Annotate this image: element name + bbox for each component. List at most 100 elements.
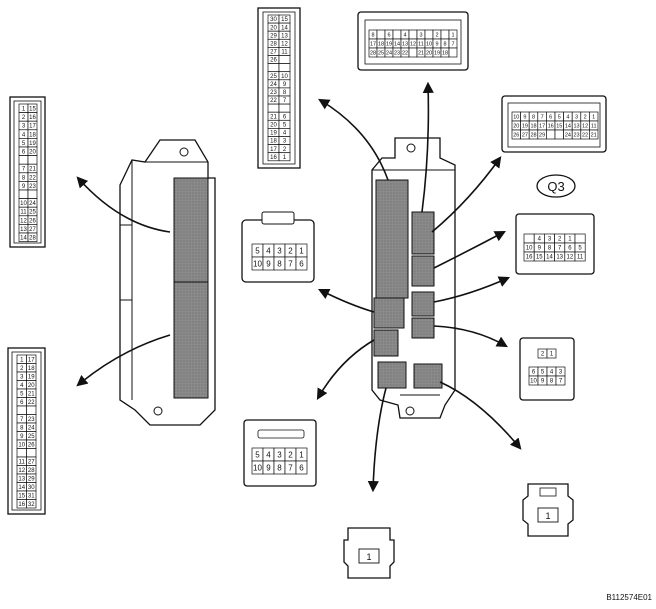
connector-top-wide-pin: 2 bbox=[435, 32, 438, 38]
connector-top-tall-pin: 25 bbox=[270, 74, 277, 80]
connector-left-a-pin: 19 bbox=[29, 141, 36, 147]
connector-right-10-pin: 2 bbox=[541, 352, 545, 358]
connector-top-wide-pin: 10 bbox=[426, 41, 432, 47]
connector-right-wide-cell bbox=[546, 129, 556, 140]
connector-top-tall-cell bbox=[278, 103, 291, 113]
arrow-to-left-b bbox=[76, 334, 171, 387]
connector-left-a-pin: 5 bbox=[22, 141, 26, 147]
connector-top-wide-pin: 3 bbox=[419, 32, 422, 38]
connector-top-wide-pin: 28 bbox=[370, 50, 376, 56]
connector-right-wide-pin: 6 bbox=[549, 114, 552, 120]
connector-left-a-pin: 16 bbox=[29, 115, 36, 121]
connector-right-wide-pin: 10 bbox=[513, 114, 519, 120]
connector-mid-6-pin: 7 bbox=[288, 259, 293, 268]
connector-left-b-pin: 20 bbox=[28, 383, 35, 389]
connector-left-b-pin: 7 bbox=[20, 417, 24, 423]
connector-top-wide-cell bbox=[408, 29, 418, 40]
connector-left-b-pin: 5 bbox=[20, 391, 24, 397]
connector-left-b-pin: 2 bbox=[20, 366, 24, 372]
connector-right-wide-pin: 15 bbox=[556, 123, 562, 129]
connector-left-a-pin: 4 bbox=[22, 132, 26, 138]
connector-top-tall-cell bbox=[267, 103, 280, 113]
connector-top-wide-pin: 19 bbox=[434, 50, 440, 56]
right-block-4 bbox=[411, 317, 435, 339]
connector-left-b-cell bbox=[16, 448, 27, 458]
arrow-to-bottom-10 bbox=[316, 339, 375, 400]
connector-left-b-pin: 12 bbox=[18, 468, 25, 474]
connector-top-tall-pin: 9 bbox=[283, 82, 287, 88]
connector-top-tall-pin: 4 bbox=[283, 131, 287, 137]
connector-right-wide-pin: 24 bbox=[565, 132, 571, 138]
connector-right-wide-pin: 3 bbox=[575, 114, 578, 120]
connector-top-tall-pin: 27 bbox=[270, 50, 277, 56]
connector-top-tall-pin: 1 bbox=[283, 155, 287, 161]
connector-left-b-pin: 22 bbox=[28, 400, 35, 406]
connector-left-b-pin: 13 bbox=[18, 476, 25, 482]
connector-top-tall-pin: 16 bbox=[270, 155, 277, 161]
connector-bottom-10-pin: 2 bbox=[288, 450, 293, 459]
connector-left-a-pin: 20 bbox=[29, 149, 36, 155]
connector-bottom-10-pin: 3 bbox=[277, 450, 282, 459]
connector-top-wide-pin: 22 bbox=[402, 50, 408, 56]
connector-top-wide-pin: 24 bbox=[386, 50, 392, 56]
connector-left-a-pin: 13 bbox=[20, 227, 27, 233]
connector-right-16-pin: 9 bbox=[538, 246, 542, 252]
connector-right-10-pin: 9 bbox=[541, 379, 545, 385]
connector-right-wide-pin: 28 bbox=[530, 132, 536, 138]
connector-left-a-pin: 1 bbox=[22, 106, 26, 112]
connector-left-b-cell bbox=[26, 405, 37, 415]
connector-right-10-pin: 8 bbox=[550, 379, 554, 385]
connector-left-b-pin: 25 bbox=[28, 434, 35, 440]
connector-top-tall-cell bbox=[278, 63, 291, 73]
right-block-6 bbox=[373, 329, 399, 357]
connector-left-b-pin: 29 bbox=[28, 476, 35, 482]
arrow-to-single-b bbox=[439, 381, 522, 450]
connector-bottom-10-pin: 10 bbox=[253, 463, 262, 472]
connector-left-a-pin: 3 bbox=[22, 124, 26, 130]
connector-right-wide-cell bbox=[554, 129, 564, 140]
connector-left-a-pin: 23 bbox=[29, 184, 36, 190]
connector-left-b-pin: 30 bbox=[28, 485, 35, 491]
connector-left-a-pin: 18 bbox=[29, 132, 36, 138]
connector-single-b: 1 bbox=[522, 483, 574, 537]
connector-right-10-cell bbox=[555, 375, 566, 386]
connector-top-wide-pin: 12 bbox=[410, 41, 416, 47]
connector-top-tall-pin: 24 bbox=[270, 82, 277, 88]
connector-left-b-pin: 19 bbox=[28, 374, 35, 380]
connector-left-a-pin: 22 bbox=[29, 175, 36, 181]
connector-bottom-10-pin: 1 bbox=[299, 450, 304, 459]
connector-right-wide-pin: 7 bbox=[541, 114, 544, 120]
arrow-to-single-a bbox=[367, 387, 387, 493]
connector-right-16-pin: 13 bbox=[556, 255, 563, 261]
arrow-to-right-wide bbox=[431, 156, 502, 233]
connector-right-10-pin: 5 bbox=[541, 370, 545, 376]
connector-top-wide-pin: 14 bbox=[394, 41, 400, 47]
connector-left-b-pin: 4 bbox=[20, 383, 24, 389]
q3-label: Q3 bbox=[547, 179, 564, 194]
connector-top-wide-pin: 19 bbox=[386, 41, 392, 47]
connector-left-a-cell bbox=[18, 155, 29, 165]
connector-top-wide-pin: 25 bbox=[378, 50, 384, 56]
connector-mid-6-pin: 9 bbox=[266, 259, 271, 268]
connector-right-wide-pin: 2 bbox=[584, 114, 587, 120]
connector-left-b-pin: 26 bbox=[28, 442, 35, 448]
connector-top-wide-pin: 18 bbox=[378, 41, 384, 47]
connector-top-wide-pin: 4 bbox=[403, 32, 406, 38]
connector-left-b-cell bbox=[26, 448, 37, 458]
connector-right-wide-pin: 23 bbox=[573, 132, 579, 138]
connector-top-wide-pin: 18 bbox=[442, 50, 448, 56]
connector-right-wide-pin: 11 bbox=[591, 123, 597, 129]
connector-top-tall-pin: 3 bbox=[283, 139, 287, 145]
connector-right-16-pin: 10 bbox=[526, 246, 533, 252]
connector-top-wide-pin: 1 bbox=[451, 32, 454, 38]
connector-right-wide-pin: 22 bbox=[582, 132, 588, 138]
connector-mid-6-pin: 4 bbox=[266, 246, 271, 255]
right-block-1 bbox=[411, 211, 435, 255]
connector-left-a-pin: 21 bbox=[29, 167, 36, 173]
connector-single-b-pin: 1 bbox=[545, 511, 550, 521]
